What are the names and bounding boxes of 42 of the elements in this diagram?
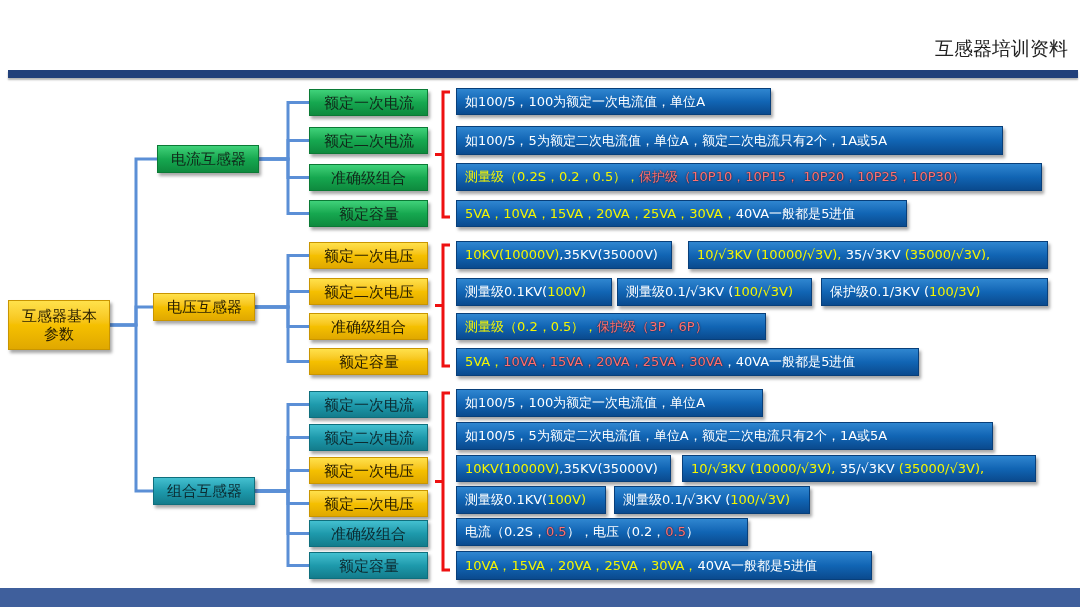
description-box: 如100/5，100为额定一次电流值，单位A	[456, 88, 771, 115]
description-box: 10/√3KV (10000/√3V), 35/√3KV (35000/√3V),	[688, 241, 1048, 269]
description-box: 测量级0.1KV(100V)	[456, 278, 612, 306]
label-box: 组合互感器	[153, 477, 255, 505]
description-box: 测量级0.1/√3KV (100/√3V)	[617, 278, 812, 306]
description-box: 如100/5，5为额定二次电流值，单位A，额定二次电流只有2个，1A或5A	[456, 422, 993, 450]
description-box: 保护级0.1/3KV (100/3V)	[821, 278, 1048, 306]
label-box: 额定二次电压	[309, 490, 428, 517]
label-box: 电压互感器	[153, 293, 255, 321]
label-box: 准确级组合	[309, 520, 428, 547]
label-box: 额定容量	[309, 552, 428, 579]
description-box: 5VA，10VA，15VA，20VA，25VA，30VA，40VA一般都是5进值	[456, 200, 907, 227]
description-box: 如100/5，5为额定二次电流值，单位A，额定二次电流只有2个，1A或5A	[456, 126, 1003, 155]
description-box: 5VA，10VA，15VA，20VA，25VA，30VA，40VA一般都是5进值	[456, 348, 919, 376]
label-box: 额定容量	[309, 200, 428, 227]
connector-line	[259, 157, 309, 215]
label-box: 额定容量	[309, 348, 428, 375]
label-box: 准确级组合	[309, 164, 428, 191]
page-title: 互感器培训资料	[935, 36, 1068, 61]
label-box: 额定一次电流	[309, 89, 428, 116]
label-box: 额定一次电压	[309, 457, 428, 484]
label-box: 电流互感器	[157, 145, 259, 173]
description-box: 10/√3KV (10000/√3V), 35/√3KV (35000/√3V),	[682, 455, 1036, 482]
connector-line	[110, 323, 153, 493]
description-box: 测量级0.1/√3KV (100/√3V)	[614, 486, 810, 514]
connector-line	[255, 305, 309, 363]
description-box: 测量级（0.2S，0.2，0.5），保护级（10P10，10P15， 10P20，10P25，10P30）	[456, 163, 1042, 191]
label-box: 准确级组合	[309, 313, 428, 340]
label-box: 额定一次电压	[309, 242, 428, 269]
connector-line	[255, 489, 309, 567]
label-box: 额定二次电流	[309, 127, 428, 154]
description-box: 10KV(10000V),35KV(35000V)	[456, 455, 671, 482]
label-box: 额定一次电流	[309, 391, 428, 418]
description-box: 测量级0.1KV(100V)	[456, 486, 606, 514]
label-box: 互感器基本参数	[8, 300, 110, 350]
description-box: 电流（0.2S，0.5），电压（0.2，0.5）	[456, 518, 748, 546]
label-box: 额定二次电压	[309, 278, 428, 305]
description-box: 10VA，15VA，20VA，25VA，30VA，40VA一般都是5进值	[456, 551, 872, 580]
description-box: 测量级（0.2，0.5），保护级（3P，6P）	[456, 313, 766, 340]
description-box: 如100/5，100为额定一次电流值，单位A	[456, 389, 763, 417]
label-box: 额定二次电流	[309, 424, 428, 451]
description-box: 10KV(10000V),35KV(35000V)	[456, 241, 672, 269]
